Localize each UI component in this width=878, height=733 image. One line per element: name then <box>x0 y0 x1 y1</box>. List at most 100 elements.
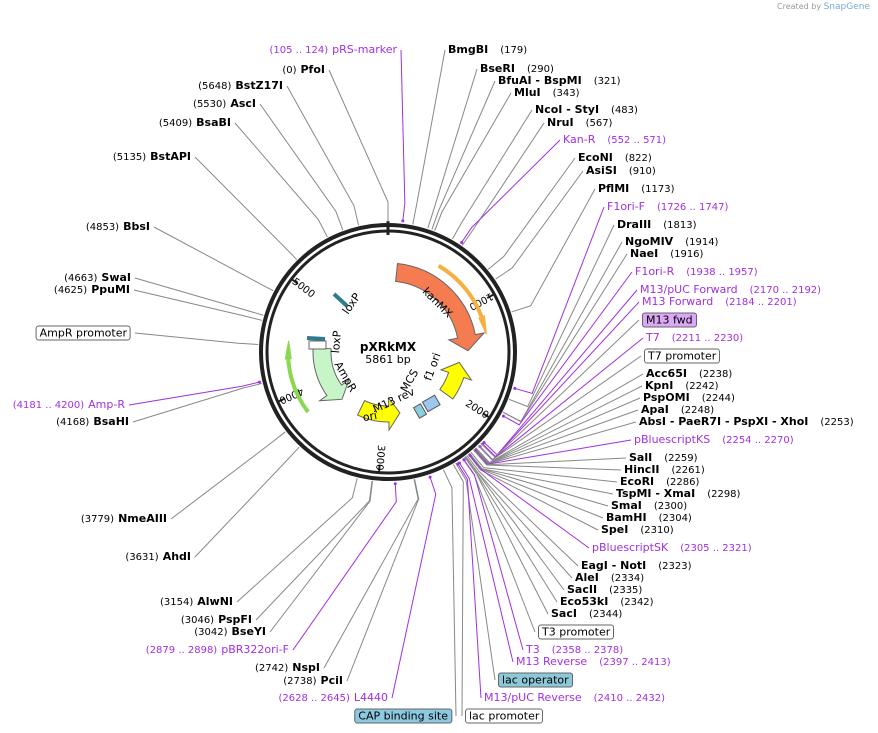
primer-label[interactable]: (2879 .. 2898)pBR322ori-F <box>142 643 289 657</box>
site-name: BbsI <box>123 220 150 233</box>
site-position: (2334) <box>610 573 645 584</box>
enzyme-label[interactable]: EcoNI(822) <box>578 151 656 165</box>
site-name: MluI <box>514 86 541 99</box>
enzyme-label[interactable]: (4168)BsaHI <box>52 415 129 429</box>
primer-label[interactable]: pBluescriptKS(2254 .. 2270) <box>634 433 798 447</box>
enzyme-label[interactable]: EcoRI(2286) <box>620 475 703 489</box>
label-leader-line <box>466 455 579 567</box>
enzyme-label[interactable]: PflMI(1173) <box>598 182 679 196</box>
label-leader-line <box>292 483 397 651</box>
enzyme-label[interactable]: (3631)AhdI <box>121 550 191 564</box>
enzyme-label[interactable]: (2738)PciI <box>279 674 343 688</box>
site-name: NgoMIV <box>625 235 674 248</box>
feature-label[interactable]: lac promoter <box>465 708 544 724</box>
enzyme-label[interactable]: ApaI(2248) <box>641 403 718 417</box>
enzyme-label[interactable]: AbsI - PaeR7I - PspXI - XhoI(2253) <box>639 415 858 429</box>
site-position: (2211 .. 2230) <box>671 333 744 344</box>
enzyme-label[interactable]: Eco53kI(2342) <box>560 595 658 609</box>
primer-label[interactable]: (4181 .. 4200)Amp-R <box>9 398 125 412</box>
site-name: BseRI <box>480 62 515 75</box>
primer-label[interactable]: F1ori-R(1938 .. 1957) <box>635 265 762 279</box>
site-position: (3042) <box>194 627 228 638</box>
site-name: KpnI <box>645 379 674 392</box>
site-position: (290) <box>526 64 554 75</box>
enzyme-label[interactable]: AleI(2334) <box>575 571 648 585</box>
site-name: Eco53kI <box>560 595 609 608</box>
enzyme-label[interactable]: EagI - NotI(2323) <box>581 559 696 573</box>
enzyme-label[interactable]: (3042)BseYI <box>190 625 266 639</box>
enzyme-label[interactable]: (0)PfoI <box>278 63 325 77</box>
enzyme-label[interactable]: AsiSI(910) <box>586 164 660 178</box>
primer-label[interactable]: T7(2211 .. 2230) <box>646 331 747 345</box>
primer-label[interactable]: M13/pUC Reverse(2410 .. 2432) <box>484 691 669 705</box>
primer-label[interactable]: pBluescriptSK(2305 .. 2321) <box>592 541 756 555</box>
site-name: HincII <box>624 463 660 476</box>
label-leader-line <box>427 68 478 229</box>
primer-label[interactable]: (2628 .. 2645)L4440 <box>274 691 388 705</box>
primer-label[interactable]: F1ori-F(1726 .. 1747) <box>607 200 732 214</box>
enzyme-label[interactable]: SpeI(2310) <box>601 523 678 537</box>
enzyme-label[interactable]: (2742)NspI <box>251 661 320 675</box>
enzyme-label[interactable]: NcoI - StyI(483) <box>535 103 642 117</box>
enzyme-label[interactable]: (5530)AscI <box>189 97 256 111</box>
enzyme-label[interactable]: (3154)AlwNI <box>156 595 233 609</box>
enzyme-label[interactable]: (4853)BbsI <box>82 220 150 234</box>
feature-label[interactable]: T3 promoter <box>538 624 615 640</box>
enzyme-label[interactable]: HincII(2261) <box>624 463 709 477</box>
enzyme-label[interactable]: PspOMI(2244) <box>643 391 739 405</box>
label-leader-line <box>457 463 482 699</box>
site-name: AscI <box>230 97 256 110</box>
site-position: (1173) <box>641 184 675 195</box>
enzyme-label[interactable]: (4625)PpuMI <box>50 283 130 297</box>
enzyme-label[interactable]: NruI(567) <box>547 116 616 130</box>
enzyme-label[interactable]: KpnI(2242) <box>645 379 723 393</box>
site-position: (1813) <box>663 220 697 231</box>
enzyme-label[interactable]: BseRI (290) <box>480 62 558 76</box>
feature-label[interactable]: lac operator <box>498 672 573 688</box>
enzyme-label[interactable]: (5409)BsaBI <box>155 116 231 130</box>
primer-label[interactable]: T3(2358 .. 2378) <box>526 643 627 657</box>
site-position: (2738) <box>283 676 317 687</box>
feature-label[interactable]: T7 promoter <box>644 348 721 364</box>
enzyme-label[interactable]: MluI(343) <box>514 86 584 100</box>
site-name: AbsI - PaeR7I - PspXI - XhoI <box>639 415 809 428</box>
site-position: (2305 .. 2321) <box>680 543 752 554</box>
feature-name: T3 promoter <box>538 624 615 640</box>
primer-label[interactable]: Kan-R(552 .. 571) <box>563 133 670 147</box>
enzyme-label[interactable]: (5648)BstZ17I <box>194 79 283 93</box>
enzyme-label[interactable]: (4663)SwaI <box>60 271 131 285</box>
site-name: PpuMI <box>91 283 130 296</box>
site-name: PfoI <box>300 63 326 76</box>
enzyme-label[interactable]: TspMI - XmaI(2298) <box>616 487 744 501</box>
enzyme-label[interactable]: NaeI(1916) <box>630 247 707 261</box>
site-name: BfuAI - BspMI <box>498 74 582 87</box>
enzyme-label[interactable]: BfuAI - BspMI(321) <box>498 74 625 88</box>
enzyme-label[interactable]: SacII(2335) <box>567 583 646 597</box>
enzyme-label[interactable]: (3779)NmeAIII <box>77 512 167 526</box>
label-leader-line <box>431 80 496 230</box>
enzyme-label[interactable]: SmaI(2300) <box>611 499 691 513</box>
feature-label[interactable]: M13 fwd <box>642 312 697 328</box>
primer-label[interactable]: (105 .. 124)pRS-marker <box>265 43 397 57</box>
enzyme-label[interactable]: (3046)PspFI <box>177 613 252 627</box>
ori-label: ori <box>362 409 378 424</box>
enzyme-label[interactable]: BmgBI(179) <box>448 43 531 57</box>
site-position: (552 .. 571) <box>607 135 667 146</box>
primer-label[interactable]: M13 Reverse(2397 .. 2413) <box>516 655 675 669</box>
primer-site-marker <box>401 219 405 223</box>
site-name: BmgBI <box>448 43 489 56</box>
feature-label[interactable]: CAP binding site <box>354 708 452 724</box>
primer-label[interactable]: M13/pUC Forward(2170 .. 2192) <box>640 283 825 297</box>
enzyme-label[interactable]: SalI(2259) <box>629 451 701 465</box>
enzyme-label[interactable]: SacI(2344) <box>551 607 626 621</box>
enzyme-label[interactable]: DraIII(1813) <box>617 218 701 232</box>
enzyme-label[interactable]: (5135)BstAPI <box>109 150 191 164</box>
enzyme-label[interactable]: NgoMIV(1914) <box>625 235 722 249</box>
primer-label[interactable]: M13 Forward(2184 .. 2201) <box>642 295 801 309</box>
feature-label[interactable]: AmpR promoter <box>35 325 131 341</box>
site-name: SacI <box>551 607 577 620</box>
label-leader-line <box>236 478 358 603</box>
enzyme-label[interactable]: BamHI(2304) <box>606 511 696 525</box>
promoter-feature-block <box>308 340 327 350</box>
enzyme-label[interactable]: Acc65I(2238) <box>646 367 736 381</box>
